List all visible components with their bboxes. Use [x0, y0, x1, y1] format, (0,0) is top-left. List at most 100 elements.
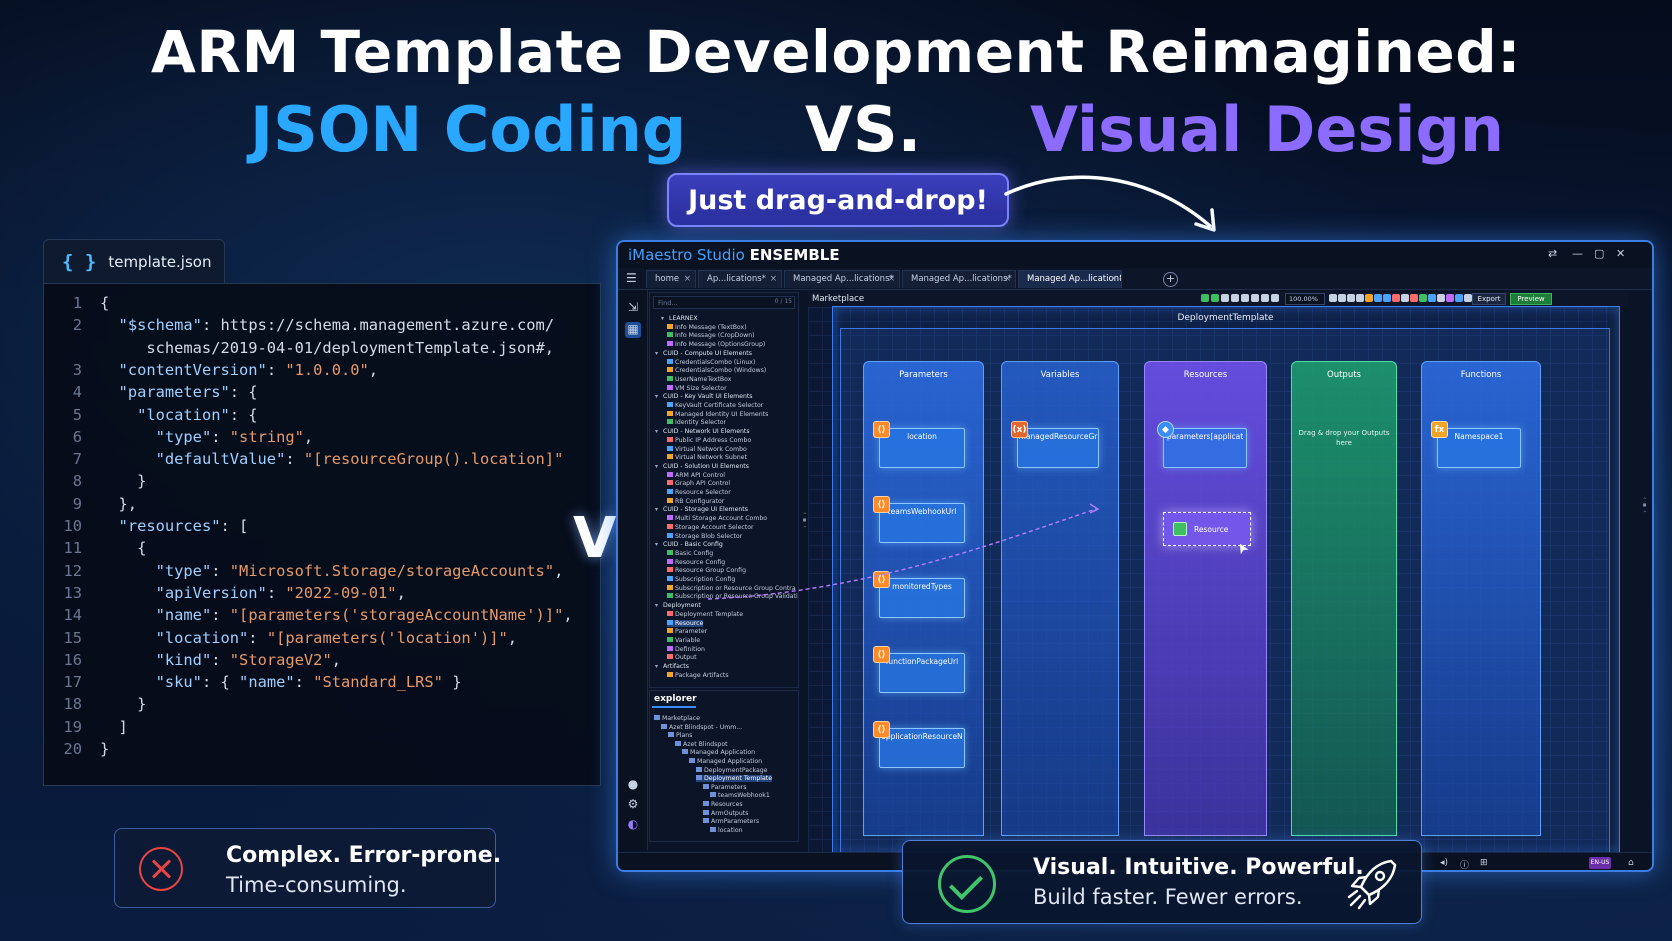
toolbar-action-icon[interactable]: [1446, 294, 1454, 302]
toolbox-item[interactable]: VM Size Selector: [667, 384, 727, 392]
code-line[interactable]: 2 "$schema": https://schema.management.a…: [44, 314, 600, 337]
hamburger-menu-icon[interactable]: ☰: [626, 271, 637, 285]
toolbox-item[interactable]: Virtual Network Subnet: [667, 454, 747, 461]
close-tab-icon[interactable]: ×: [683, 274, 691, 284]
toolbox-item[interactable]: Variable: [667, 636, 700, 644]
toolbox-group[interactable]: ▾LEARNEX: [661, 315, 698, 322]
code-line[interactable]: 7 "defaultValue": "[resourceGroup().loca…: [44, 448, 600, 471]
toolbox-item[interactable]: CredentialsCombo (Windows): [667, 367, 766, 374]
code-line[interactable]: 18 }: [44, 693, 600, 716]
toolbox-item[interactable]: Parameter: [667, 628, 707, 635]
toolbar-tool-icon[interactable]: [1231, 294, 1239, 302]
toolbox-group[interactable]: ▾CUID - Network UI Elements: [655, 428, 750, 435]
toolbox-group[interactable]: ▾CUID - Basic Config: [655, 541, 723, 548]
add-tab-icon[interactable]: +: [1163, 272, 1178, 287]
toolbox-item[interactable]: Virtual Network Combo: [667, 445, 747, 453]
code-line[interactable]: 10 "resources": [: [44, 515, 600, 538]
toolbox-group[interactable]: ▾CUID - Solution UI Elements: [655, 463, 749, 470]
toolbox-group[interactable]: ▾CUID - Storage UI Elements: [655, 506, 748, 513]
toolbox-item[interactable]: CredentialsCombo (Linux): [667, 358, 755, 366]
toolbar-tool-icon[interactable]: [1241, 294, 1249, 302]
toolbox-item[interactable]: Managed Identity UI Elements: [667, 410, 768, 418]
toolbox-item[interactable]: Deployment Template: [667, 610, 743, 618]
toolbar-action-icon[interactable]: [1329, 294, 1337, 302]
tab-3[interactable]: Managed Ap...lications*×: [902, 270, 1016, 288]
toolbox-item[interactable]: RB Configurator: [667, 497, 724, 505]
volume-icon[interactable]: ◂): [1440, 858, 1449, 868]
toolbox-item[interactable]: Basic Config: [667, 549, 713, 557]
explorer-item[interactable]: Resources: [703, 801, 743, 808]
toolbox-item[interactable]: Subscription Config: [667, 576, 735, 583]
toolbox-item[interactable]: Resource Group Config: [667, 567, 746, 574]
maximize-icon[interactable]: ▢: [1594, 247, 1605, 260]
toolbox-item[interactable]: Storage Account Selector: [667, 523, 754, 531]
properties-collapse-icon[interactable]: ‹ ▪ ‹: [1641, 497, 1648, 513]
settings-gear-icon[interactable]: ⚙: [627, 797, 639, 811]
close-tab-icon[interactable]: ×: [1003, 274, 1011, 284]
toolbar-action-icon[interactable]: [1383, 294, 1391, 302]
code-line[interactable]: schemas/2019-04-01/deploymentTemplate.js…: [44, 337, 600, 360]
preview-button[interactable]: Preview: [1510, 293, 1552, 305]
template-node[interactable]: monitoredTypes: [879, 578, 965, 618]
toolbar-action-icon[interactable]: [1410, 294, 1418, 302]
toolbar-tool-icon[interactable]: [1251, 294, 1259, 302]
toolbox-item[interactable]: Resource Config: [667, 558, 725, 566]
code-line[interactable]: 15 "location": "[parameters('location')]…: [44, 627, 600, 650]
zoom-select[interactable]: 100.00%: [1285, 293, 1325, 305]
code-line[interactable]: 8 }: [44, 470, 600, 493]
toolbar-tool-icon[interactable]: [1271, 294, 1279, 302]
code-line[interactable]: 11 {: [44, 537, 600, 560]
toolbox-item[interactable]: Public IP Address Combo: [667, 436, 751, 444]
code-line[interactable]: 9 },: [44, 493, 600, 516]
toolbar-action-icon[interactable]: [1392, 294, 1400, 302]
toolbar-tool-icon[interactable]: [1201, 294, 1209, 302]
template-node[interactable]: functionPackageUrl: [879, 653, 965, 693]
toolbox-item[interactable]: ARM API Control: [667, 471, 725, 479]
toolbox-group[interactable]: ▾CUID - Key Vault UI Elements: [655, 393, 753, 400]
explorer-item[interactable]: ArmOutputs: [703, 809, 748, 817]
toolbox-item[interactable]: Info Message (CropDown): [667, 332, 755, 339]
template-node[interactable]: Namespace1: [1437, 428, 1521, 468]
code-line[interactable]: 4 "parameters": {: [44, 381, 600, 404]
explorer-item[interactable]: ArmParameters: [703, 818, 759, 825]
toolbar-tool-icon[interactable]: [1211, 294, 1219, 302]
toolbar-action-icon[interactable]: [1365, 294, 1373, 302]
toolbox-item[interactable]: Identity Selector: [667, 419, 726, 426]
explorer-item[interactable]: DeploymentPackage: [696, 766, 768, 774]
code-line[interactable]: 13 "apiVersion": "2022-09-01",: [44, 582, 600, 605]
export-button[interactable]: Export: [1472, 293, 1506, 305]
code-line[interactable]: 5 "location": {: [44, 404, 600, 427]
dragged-resource-node[interactable]: Resource: [1163, 512, 1251, 546]
locale-badge[interactable]: EN-US: [1589, 857, 1611, 869]
account-icon[interactable]: ●: [627, 777, 639, 791]
toolbar-action-icon[interactable]: [1338, 294, 1346, 302]
code-line[interactable]: 20}: [44, 738, 600, 761]
close-tab-icon[interactable]: ×: [887, 274, 895, 284]
toolbox-icon[interactable]: ▦: [625, 322, 641, 338]
toolbox-item[interactable]: Definition: [667, 645, 705, 653]
toolbox-item[interactable]: Resource Selector: [667, 489, 731, 496]
code-line[interactable]: 6 "type": "string",: [44, 426, 600, 449]
explorer-item[interactable]: Parameters: [703, 783, 746, 791]
toolbox-item[interactable]: Resource: [667, 619, 704, 627]
close-tab-icon[interactable]: ×: [769, 274, 777, 284]
theme-icon[interactable]: ◐: [627, 817, 639, 831]
explorer-item[interactable]: teamsWebhook1: [710, 792, 770, 799]
home-icon[interactable]: ⌂: [1628, 858, 1634, 868]
toolbox-item[interactable]: Storage Blob Selector: [667, 532, 742, 540]
tab-2[interactable]: Managed Ap...lications*×: [784, 270, 900, 288]
tab-4[interactable]: Managed Ap...lication8*×: [1018, 270, 1122, 288]
toolbar-action-icon[interactable]: [1356, 294, 1364, 302]
toolbar-action-icon[interactable]: [1455, 294, 1463, 302]
explorer-item[interactable]: location: [710, 826, 743, 834]
explorer-item[interactable]: Azet Blindspot: [675, 740, 728, 748]
info-icon[interactable]: ⓘ: [1460, 861, 1470, 871]
tab-1[interactable]: Ap...lications*×: [698, 270, 782, 288]
toolbox-group[interactable]: ▾Artifacts: [655, 663, 689, 670]
toolbar-tool-icon[interactable]: [1221, 294, 1229, 302]
code-line[interactable]: 12 "type": "Microsoft.Storage/storageAcc…: [44, 560, 600, 583]
toolbox-collapse-icon[interactable]: ‹ ▪ ‹: [801, 512, 808, 528]
template-node[interactable]: parameters[applicat: [1163, 428, 1247, 468]
